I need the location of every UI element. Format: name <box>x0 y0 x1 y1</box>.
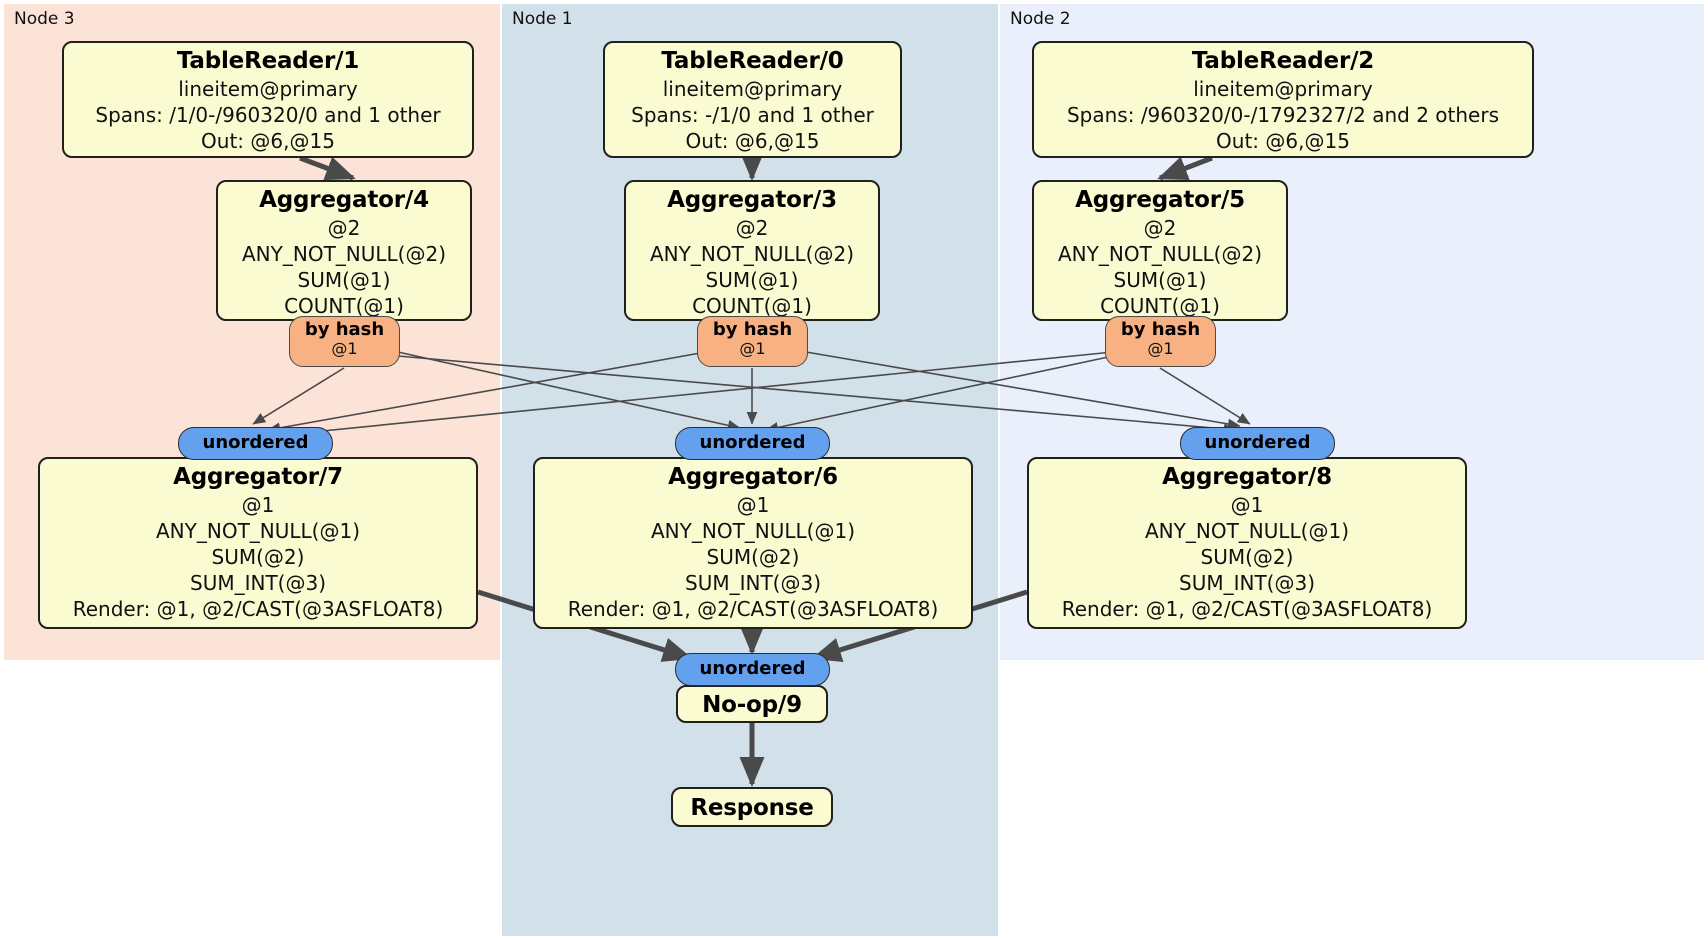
processor-detail-line: Spans: /960320/0-/1792327/2 and 2 others <box>1066 102 1499 127</box>
processor-table-reader-1[interactable]: TableReader/1 lineitem@primary Spans: /1… <box>62 41 474 158</box>
processor-detail-line: Out: @6,@15 <box>201 128 335 153</box>
node-panel-label-node-1: Node 1 <box>512 9 573 29</box>
processor-title: Aggregator/8 <box>1162 464 1332 490</box>
processor-title: TableReader/1 <box>176 48 360 74</box>
processor-detail-line: Out: @6,@15 <box>1216 128 1350 153</box>
processor-detail-line: SUM(@2) <box>211 544 305 569</box>
processor-detail-line: COUNT(@1) <box>1100 293 1220 318</box>
hash-router-badge-right[interactable]: by hash @1 <box>1105 316 1216 367</box>
processor-detail-line: @2 <box>1143 215 1177 240</box>
unordered-synchronizer-left[interactable]: unordered <box>178 427 333 460</box>
processor-detail-line: ANY_NOT_NULL(@2) <box>650 241 854 266</box>
hash-router-label: by hash <box>1120 319 1201 340</box>
processor-aggregator-3[interactable]: Aggregator/3 @2 ANY_NOT_NULL(@2) SUM(@1)… <box>624 180 880 321</box>
hash-router-column: @1 <box>1147 339 1174 359</box>
processor-detail-line: ANY_NOT_NULL(@2) <box>242 241 446 266</box>
processor-aggregator-7[interactable]: Aggregator/7 @1 ANY_NOT_NULL(@1) SUM(@2)… <box>38 457 478 629</box>
hash-router-label: by hash <box>712 319 793 340</box>
processor-detail-line: @2 <box>327 215 361 240</box>
processor-detail-line: ANY_NOT_NULL(@1) <box>651 518 855 543</box>
processor-aggregator-5[interactable]: Aggregator/5 @2 ANY_NOT_NULL(@2) SUM(@1)… <box>1032 180 1288 321</box>
processor-title: Aggregator/6 <box>668 464 838 490</box>
processor-aggregator-8[interactable]: Aggregator/8 @1 ANY_NOT_NULL(@1) SUM(@2)… <box>1027 457 1467 629</box>
processor-title: No-op/9 <box>702 691 802 718</box>
hash-router-column: @1 <box>331 339 358 359</box>
unordered-synchronizer-right[interactable]: unordered <box>1180 427 1335 460</box>
node-panel-label-node-2: Node 2 <box>1010 9 1071 29</box>
unordered-label: unordered <box>699 432 806 454</box>
processor-aggregator-4[interactable]: Aggregator/4 @2 ANY_NOT_NULL(@2) SUM(@1)… <box>216 180 472 321</box>
processor-table-reader-0[interactable]: TableReader/0 lineitem@primary Spans: -/… <box>603 41 902 158</box>
processor-detail-line: SUM(@2) <box>1200 544 1294 569</box>
processor-detail-line: lineitem@primary <box>1193 76 1373 101</box>
hash-router-badge-center[interactable]: by hash @1 <box>697 316 808 367</box>
processor-table-reader-2[interactable]: TableReader/2 lineitem@primary Spans: /9… <box>1032 41 1534 158</box>
processor-detail-line: lineitem@primary <box>178 76 358 101</box>
processor-detail-line: SUM_INT(@3) <box>685 570 821 595</box>
processor-detail-line: SUM(@2) <box>706 544 800 569</box>
processor-title: Aggregator/3 <box>667 187 837 213</box>
unordered-synchronizer-final[interactable]: unordered <box>675 653 830 686</box>
node-panel-label-node-3: Node 3 <box>14 9 75 29</box>
hash-router-label: by hash <box>304 319 385 340</box>
processor-title: TableReader/2 <box>1191 48 1375 74</box>
processor-detail-line: ANY_NOT_NULL(@1) <box>156 518 360 543</box>
processor-detail-line: Render: @1, @2/CAST(@3ASFLOAT8) <box>567 596 939 621</box>
processor-response[interactable]: Response <box>671 787 833 827</box>
unordered-synchronizer-center[interactable]: unordered <box>675 427 830 460</box>
processor-detail-line: SUM_INT(@3) <box>1179 570 1315 595</box>
hash-router-badge-left[interactable]: by hash @1 <box>289 316 400 367</box>
processor-title: TableReader/0 <box>661 48 844 74</box>
processor-detail-line: Spans: -/1/0 and 1 other <box>631 102 874 127</box>
processor-detail-line: SUM_INT(@3) <box>190 570 326 595</box>
processor-detail-line: @2 <box>735 215 769 240</box>
processor-title: Aggregator/7 <box>173 464 343 490</box>
processor-title: Response <box>690 794 814 821</box>
processor-detail-line: SUM(@1) <box>297 267 391 292</box>
processor-detail-line: SUM(@1) <box>1113 267 1207 292</box>
processor-no-op-9[interactable]: No-op/9 <box>676 685 828 723</box>
processor-detail-line: Out: @6,@15 <box>685 128 820 153</box>
processor-detail-line: @1 <box>1230 492 1264 517</box>
processor-detail-line: @1 <box>241 492 275 517</box>
processor-detail-line: Render: @1, @2/CAST(@3ASFLOAT8) <box>1061 596 1433 621</box>
unordered-label: unordered <box>202 432 309 454</box>
processor-title: Aggregator/4 <box>259 187 429 213</box>
unordered-label: unordered <box>1204 432 1311 454</box>
processor-detail-line: Render: @1, @2/CAST(@3ASFLOAT8) <box>72 596 444 621</box>
processor-title: Aggregator/5 <box>1075 187 1245 213</box>
hash-router-column: @1 <box>739 339 766 359</box>
processor-detail-line: SUM(@1) <box>705 267 799 292</box>
unordered-label: unordered <box>699 658 806 680</box>
processor-detail-line: ANY_NOT_NULL(@2) <box>1058 241 1262 266</box>
processor-detail-line: Spans: /1/0-/960320/0 and 1 other <box>95 102 441 127</box>
processor-detail-line: lineitem@primary <box>662 76 843 101</box>
processor-detail-line: ANY_NOT_NULL(@1) <box>1145 518 1349 543</box>
processor-aggregator-6[interactable]: Aggregator/6 @1 ANY_NOT_NULL(@1) SUM(@2)… <box>533 457 973 629</box>
processor-detail-line: @1 <box>736 492 770 517</box>
processor-detail-line: COUNT(@1) <box>692 293 812 318</box>
processor-detail-line: COUNT(@1) <box>284 293 404 318</box>
